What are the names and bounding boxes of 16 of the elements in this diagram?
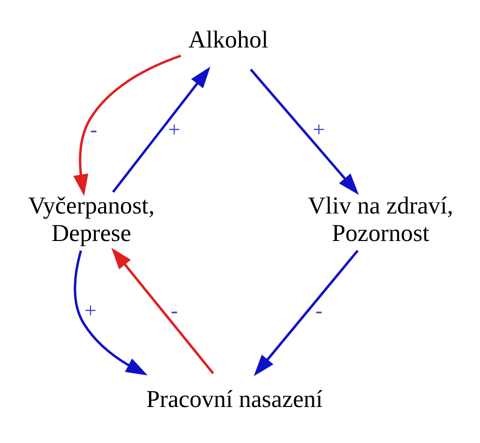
arrow [253, 250, 358, 376]
edge-label: + [312, 118, 324, 142]
arrow [73, 250, 148, 376]
arrow [112, 66, 210, 193]
node-text: Vliv na zdraví, Pozornost [307, 192, 453, 247]
edge-label: - [90, 118, 97, 142]
arrow [110, 248, 214, 374]
node-text: Pracovní nasazení [146, 386, 322, 413]
arrow [72, 54, 181, 196]
arrow [249, 68, 358, 195]
node-text: Vyčerpanost, Deprese [28, 192, 154, 247]
edge-label: - [314, 298, 322, 323]
node-text: Alkohol [188, 26, 268, 54]
edge-label: - [170, 298, 178, 323]
edge-label: + [84, 298, 96, 323]
edge-label: + [168, 118, 180, 142]
